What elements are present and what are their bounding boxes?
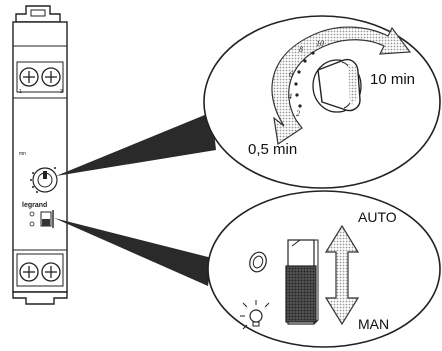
auto-man-double-arrow-icon — [324, 224, 360, 326]
switch-lever — [285, 265, 317, 323]
timer-max-label: 10 min — [370, 71, 415, 88]
timer-knob-icon — [312, 58, 362, 113]
manual-lamp-icon — [240, 300, 270, 330]
brand-logo: legrand — [22, 202, 47, 209]
scale-tick-6: 6 — [289, 70, 293, 79]
auto-mode-symbol-icon — [249, 251, 267, 273]
callout-pointer-timer — [56, 112, 216, 176]
timer-scale: 2 4 6 8 10 — [288, 39, 324, 118]
scale-tick-4: 4 — [288, 92, 292, 101]
timer-min-label: 0,5 min — [248, 141, 297, 158]
callout-pointer-mode — [54, 218, 212, 286]
device-mode-switch — [29, 210, 54, 228]
terminal-label-top-left: 1 — [19, 89, 22, 95]
scale-tick-2: 2 — [296, 109, 300, 118]
bottom-terminals: L 4 — [16, 253, 64, 287]
terminal-label-top-right: 3 — [60, 89, 63, 95]
top-terminals: 1 3 — [16, 61, 64, 95]
scale-tick-8: 8 — [299, 45, 303, 54]
auto-label: AUTO — [358, 209, 397, 225]
bottom-din-clip — [12, 291, 68, 305]
device-timer-knob — [30, 167, 58, 193]
scale-tick-10: 10 — [316, 39, 324, 48]
man-label: MAN — [358, 316, 389, 332]
timer-callout: 2 4 6 8 10 10 min 0,5 min — [203, 15, 441, 189]
mode-callout: AUTO MAN — [207, 190, 441, 348]
adjust-range-arrow-icon — [271, 26, 412, 146]
model-label: mn — [19, 151, 26, 157]
mode-slide-switch — [285, 239, 319, 325]
relay-device: 1 3 mn legrand L 4 — [12, 5, 68, 305]
